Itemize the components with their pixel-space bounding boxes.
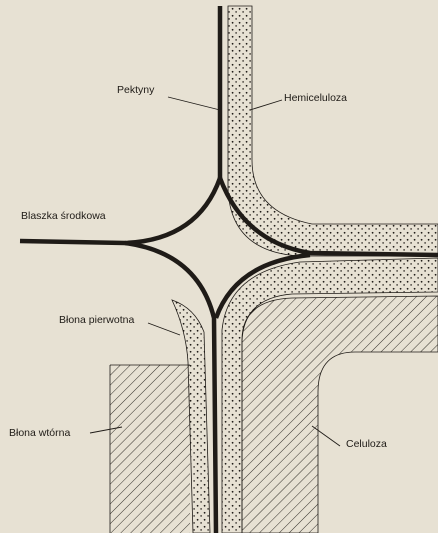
leader-blona-pierwotna [148, 323, 180, 335]
label-celuloza: Celuloza [346, 438, 387, 450]
label-blona-wtorna: Błona wtórna [9, 427, 70, 439]
secondary-wall-left [110, 365, 190, 533]
leader-hemiceluloza [250, 100, 282, 110]
primary-wall-top-right [228, 6, 438, 256]
secondary-wall-right [242, 296, 438, 533]
label-blaszka-srodkowa: Blaszka środkowa [21, 210, 106, 222]
label-blona-pierwotna: Błona pierwotna [59, 314, 134, 326]
leader-pektyny [168, 97, 220, 110]
label-hemiceluloza: Hemiceluloza [284, 92, 347, 104]
label-pektyny: Pektyny [117, 84, 154, 96]
